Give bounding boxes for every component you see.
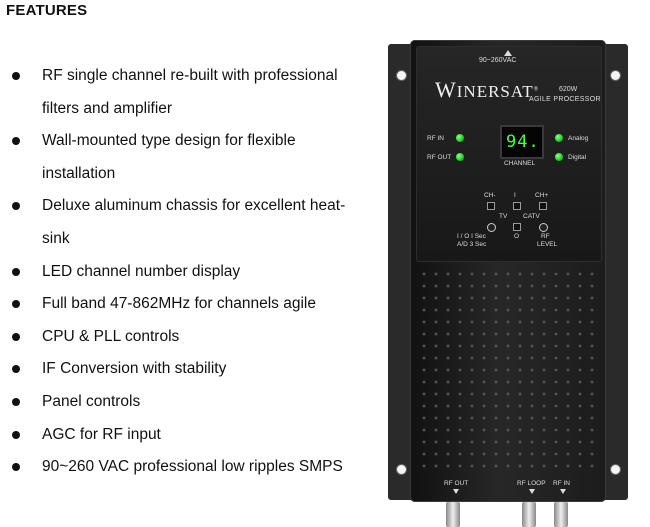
model-number: 620W [559, 86, 578, 93]
feature-item: CPU & PLL controls [12, 321, 372, 354]
features-heading: FEATURES [6, 2, 88, 19]
rf-loop-connector-icon [522, 502, 536, 527]
feature-text: CPU & PLL controls [42, 327, 180, 345]
feature-text: Full band 47-862MHz for channels agile [42, 295, 316, 313]
control-panel: 90~260VAC WINERSAT® 620W AGILE PROCESSOR… [416, 46, 602, 262]
bullet-icon [12, 300, 20, 309]
bullet-icon [12, 430, 20, 439]
bullet-icon [12, 267, 20, 276]
feature-item: Full band 47-862MHz for channels agile [12, 288, 372, 321]
switch-mark-o: O [514, 233, 520, 240]
ch-minus-button[interactable] [487, 202, 495, 210]
bullet-icon [12, 463, 20, 472]
bullet-icon [12, 365, 20, 374]
feature-item: RF single channel re-built with professi… [12, 60, 372, 125]
mount-hole-icon [396, 70, 407, 81]
feature-text: IF Conversion with stability [42, 360, 227, 378]
digital-led-icon [555, 153, 563, 161]
tv-label: TV [499, 213, 508, 220]
ventilation-grille [418, 268, 598, 468]
feature-text: LED channel number display [42, 262, 241, 280]
bullet-icon [12, 332, 20, 341]
feature-text: Wall-mounted type design for flexible in… [42, 132, 296, 182]
features-list: RF single channel re-built with professi… [12, 60, 372, 484]
rf-level-label-2: LEVEL [537, 241, 558, 248]
rf-level-label: RF [541, 233, 550, 240]
rf-out-arrow-icon [453, 489, 459, 494]
switch-mark-i: I [514, 192, 516, 199]
brand-logo: WINERSAT® [435, 77, 540, 102]
io-sec-label: I / O I Sec [457, 233, 486, 240]
rf-loop-arrow-icon [529, 489, 535, 494]
catv-label: CATV [523, 213, 540, 220]
mount-hole-icon [610, 464, 621, 475]
feature-text: Deluxe aluminum chassis for excellent he… [42, 197, 346, 247]
mounting-bracket-right [602, 44, 628, 500]
mount-hole-icon [610, 70, 621, 81]
rf-out-label: RF OUT [427, 154, 452, 161]
rf-out-connector-icon [446, 502, 460, 527]
ad-sec-label: A/D 3 Sec [457, 241, 487, 248]
analog-label: Analog [568, 135, 589, 142]
feature-item: Panel controls [12, 386, 372, 419]
feature-item: Wall-mounted type design for flexible in… [12, 125, 372, 190]
feature-item: Deluxe aluminum chassis for excellent he… [12, 190, 372, 255]
bullet-icon [12, 137, 20, 146]
rf-in-label: RF IN [427, 135, 444, 142]
analog-led-icon [555, 134, 563, 142]
mode-switch[interactable] [513, 223, 521, 231]
channel-label: CHANNEL [504, 160, 536, 167]
rf-in-arrow-icon [560, 489, 566, 494]
ch-minus-label: CH- [484, 192, 496, 199]
power-label: 90~260VAC [479, 57, 517, 64]
io-ad-button[interactable] [487, 223, 496, 232]
feature-item: IF Conversion with stability [12, 353, 372, 386]
mount-hole-icon [396, 464, 407, 475]
feature-item: LED channel number display [12, 256, 372, 289]
feature-text: RF single channel re-built with professi… [42, 67, 338, 117]
power-arrow-icon [504, 50, 512, 56]
rf-out-led-icon [456, 153, 464, 161]
channel-number: 94. [506, 132, 540, 152]
feature-text: 90~260 VAC professional low ripples SMPS [42, 458, 343, 476]
bullet-icon [12, 397, 20, 406]
mounting-bracket-left [388, 44, 414, 500]
rf-level-knob[interactable] [539, 223, 548, 232]
rf-in-led-icon [456, 134, 464, 142]
bottom-rf-in-label: RF IN [553, 480, 570, 487]
digital-label: Digital [568, 154, 587, 161]
feature-item: AGC for RF input [12, 419, 372, 452]
device-body: 90~260VAC WINERSAT® 620W AGILE PROCESSOR… [410, 40, 606, 502]
ch-plus-button[interactable] [539, 202, 547, 210]
rf-in-connector-icon [554, 502, 568, 527]
bottom-rf-loop-label: RF LOOP [517, 480, 546, 487]
bullet-icon [12, 202, 20, 211]
bottom-rf-out-label: RF OUT [444, 480, 469, 487]
feature-text: Panel controls [42, 392, 141, 410]
feature-item: 90~260 VAC professional low ripples SMPS [12, 451, 372, 484]
feature-text: AGC for RF input [42, 425, 161, 443]
agile-processor-device: 90~260VAC WINERSAT® 620W AGILE PROCESSOR… [388, 40, 628, 527]
tv-catv-switch[interactable] [513, 202, 521, 210]
bullet-icon [12, 72, 20, 80]
ch-plus-label: CH+ [535, 192, 549, 199]
channel-display: 94. [500, 125, 544, 159]
device-subtitle: AGILE PROCESSOR [529, 96, 601, 103]
